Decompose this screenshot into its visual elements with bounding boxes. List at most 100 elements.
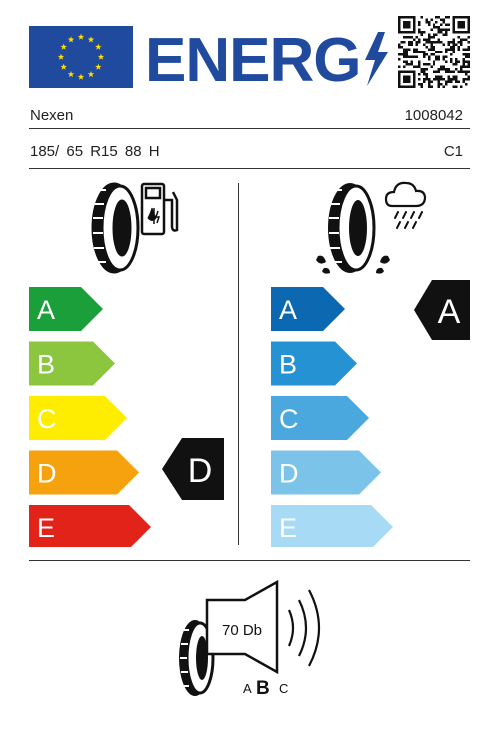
qr-module (440, 30, 443, 34)
qr-module (440, 40, 443, 44)
qr-module (437, 83, 441, 86)
star-icon (87, 70, 95, 78)
qr-module (465, 55, 468, 59)
qr-module (427, 35, 431, 39)
qr-module (462, 65, 466, 69)
qr-module (452, 85, 456, 88)
qr-module (460, 40, 463, 44)
qr-module (412, 48, 416, 51)
qr-module (430, 43, 433, 46)
qr-module (465, 83, 468, 86)
qr-module (465, 60, 468, 64)
qr-module (430, 85, 433, 88)
wet-grip-arrow-b (271, 341, 357, 386)
qr-module (450, 70, 453, 74)
qr-module (445, 23, 448, 26)
qr-module (437, 30, 441, 34)
qr-module (465, 73, 468, 76)
qr-module (442, 28, 446, 31)
qr-module (467, 45, 470, 49)
qr-module (407, 48, 411, 51)
qr-module (447, 40, 451, 44)
qr-module (467, 78, 470, 81)
qr-module (432, 60, 436, 64)
qr-module (440, 78, 443, 81)
qr-module (437, 28, 441, 31)
qr-module (445, 48, 448, 51)
qr-module (442, 65, 446, 69)
rain-cloud-icon (384, 181, 427, 229)
fuel-efficiency-indicator: D (162, 438, 224, 500)
speaker-icon (205, 580, 279, 675)
flag-stars (57, 33, 105, 80)
qr-module (417, 65, 421, 69)
qr-module (427, 20, 431, 24)
qr-module (440, 50, 443, 54)
qr-module (457, 40, 461, 44)
fuel-efficiency-arrow-b (29, 341, 115, 386)
qr-module (427, 33, 431, 36)
qr-module (445, 50, 448, 54)
qr-code-icon (398, 16, 470, 88)
qr-module (455, 78, 458, 81)
divider (29, 560, 470, 561)
qr-module (400, 45, 403, 49)
qr-module (425, 53, 428, 56)
qr-module (437, 78, 441, 81)
star-icon (67, 70, 75, 78)
brand-name: Nexen (30, 107, 74, 124)
qr-module (457, 60, 461, 64)
star-icon (60, 43, 67, 50)
qr-module (452, 50, 456, 54)
qr-module (452, 43, 456, 46)
qr-module (445, 16, 448, 19)
qr-module (402, 55, 406, 59)
qr-module (405, 35, 408, 39)
qr-module (452, 45, 456, 49)
qr-module (417, 30, 421, 34)
qr-module (427, 55, 431, 59)
qr-module (432, 63, 436, 66)
qr-module (420, 16, 423, 19)
qr-module (417, 20, 421, 24)
fuel-efficiency-arrow-d (29, 450, 139, 495)
qr-module (467, 53, 470, 56)
noise-class-a: A (243, 681, 252, 696)
qr-module (425, 38, 428, 41)
qr-module (430, 45, 433, 49)
qr-module (465, 48, 468, 51)
qr-module (447, 80, 451, 84)
qr-module (415, 35, 418, 39)
star-icon (67, 36, 75, 43)
qr-module (407, 55, 411, 59)
qr-module (435, 20, 438, 24)
qr-module (410, 63, 413, 66)
qr-module (425, 40, 428, 44)
wet-grip-arrow-e (271, 505, 393, 547)
indicator-arrow (414, 280, 470, 340)
qr-module (465, 78, 468, 81)
divider (29, 128, 470, 129)
qr-module (422, 78, 426, 81)
qr-module (412, 55, 416, 59)
qr-module (425, 75, 428, 79)
qr-module (422, 63, 426, 66)
qr-module (427, 83, 431, 86)
qr-module (435, 25, 438, 29)
wet-grip-label-a: A (279, 295, 297, 325)
qr-module (410, 35, 413, 39)
qr-module (402, 40, 406, 44)
qr-module (410, 55, 413, 59)
qr-module (437, 25, 441, 29)
qr-module (398, 45, 401, 49)
qr-module (415, 43, 418, 46)
star-icon (60, 63, 67, 70)
qr-module (432, 33, 436, 36)
qr-module (442, 33, 446, 36)
tyre-size: 185/ 65 R15 88 H (30, 143, 160, 160)
qr-module (457, 35, 461, 39)
qr-module (398, 43, 401, 46)
qr-module (430, 48, 433, 51)
qr-module (435, 75, 438, 79)
qr-module (460, 43, 463, 46)
